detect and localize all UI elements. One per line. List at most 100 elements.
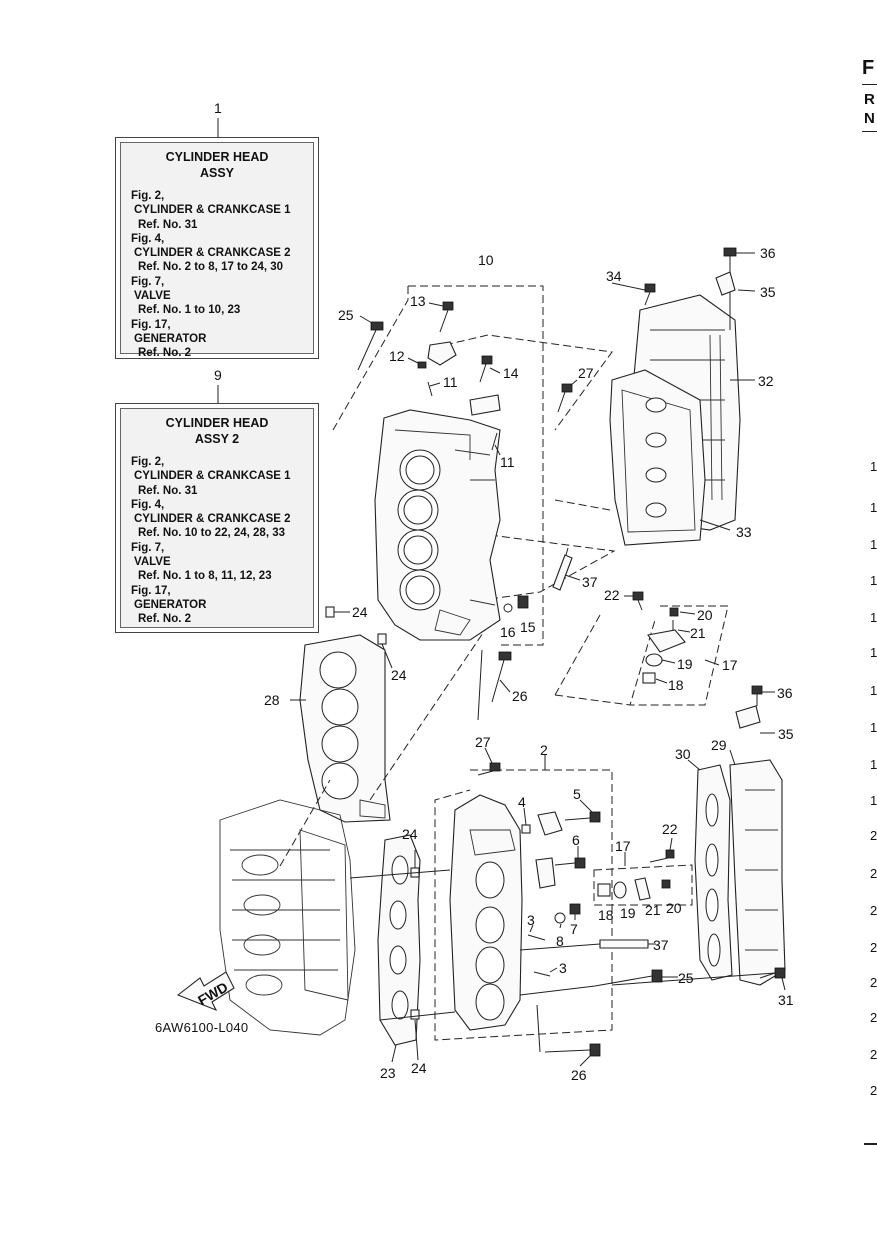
edge-number: 1 [870,500,877,515]
spark-plug-lower [599,939,649,949]
callout-22: 22 [662,821,678,837]
bolt-25-upper [357,321,384,371]
callout-37: 37 [653,937,669,953]
reference-line: Fig. 17, [131,318,171,331]
callout-7: 7 [570,921,578,937]
reference-line: Fig. 2, [131,190,165,202]
callout-35: 35 [778,726,794,742]
reference-line: GENERATOR [134,332,207,345]
reference-box-title: CYLINDER HEAD [165,150,269,164]
cylinder-head-lower [449,794,523,1031]
bolt-14 [469,355,501,416]
edge-number: 2 [870,975,877,990]
edge-letter: N [864,110,875,127]
callout-19: 19 [620,905,636,921]
edge-rule [864,1143,877,1145]
callout-2: 2 [540,742,548,758]
callout-17: 17 [722,657,738,673]
bolt-27-upper [557,383,573,413]
callout-36: 36 [777,685,793,701]
cylinder-head-cover-lower [729,685,786,986]
reference-box-cylinder-head-assy: CYLINDER HEAD ASSY Fig. 2,CYLINDER & CRA… [115,137,319,359]
cover-gasket-upper [609,369,706,546]
edge-number: 1 [870,573,877,588]
callout-33: 33 [736,524,752,540]
head-gasket-23 [377,834,421,1046]
callout-17: 17 [615,838,631,854]
callout-36: 36 [760,245,776,261]
callout-18: 18 [668,677,684,693]
callout-24: 24 [411,1060,427,1076]
edge-number: 1 [870,683,877,698]
edge-number: 2 [870,828,877,843]
callout-27: 27 [475,734,491,750]
reference-line: Ref. No. 10 to 22, 24, 28, 33 [138,527,286,540]
callout-32: 32 [758,373,774,389]
callout-20: 20 [697,607,713,623]
bracket-12 [417,341,457,369]
reference-line: Fig. 17, [131,584,171,597]
thermostat-group-outline [629,605,729,706]
edge-number: 2 [870,1047,877,1062]
callout-20: 20 [666,900,682,916]
edge-letter: F [862,57,875,79]
callout-22: 22 [604,587,620,603]
edge-rule [862,131,877,132]
bolt-13 [439,301,454,333]
washer-16-plug-15 [503,595,529,613]
edge-number: 1 [870,459,877,474]
reference-line: CYLINDER & CRANKCASE 2 [134,247,291,260]
callout-24: 24 [352,604,368,620]
thermostat-group-outline [593,864,693,906]
reference-line: Ref. No. 1 to 8, 11, 12, 23 [138,570,272,583]
callout-11: 11 [500,454,515,470]
callout-18: 18 [598,907,614,923]
reference-line: CYLINDER & CRANKCASE 1 [134,470,291,483]
callout-8: 8 [556,933,564,949]
edge-number: 1 [870,537,877,552]
edge-number: 2 [870,1083,877,1098]
thermostat-parts-lower [597,849,675,901]
reference-line: Fig. 7, [131,275,165,288]
dowel-11 [427,381,433,397]
callout-35: 35 [760,284,776,300]
reference-line: VALVE [134,556,171,569]
reference-line: GENERATOR [134,598,207,611]
reference-line: CYLINDER & CRANKCASE 2 [134,513,291,526]
reference-line: Ref. No. 1 to 10, 23 [138,304,241,317]
callout-27: 27 [578,365,594,381]
cylinder-head-upper [374,409,501,641]
thermostat-cover-upper [642,607,686,684]
callout-25: 25 [678,970,694,986]
callout-5: 5 [573,786,581,802]
callout-23: 23 [380,1065,396,1081]
reference-line: Ref. No. 31 [138,484,198,497]
cover-gasket-lower [694,764,733,981]
bracket-6 [535,857,586,889]
edge-number: 1 [870,757,877,772]
callout-4: 4 [518,794,526,810]
reference-line: Fig. 4, [131,232,165,245]
reference-line: Fig. 4, [131,498,165,511]
callout-6: 6 [572,832,580,848]
callout-15: 15 [520,619,536,635]
drawing-code: 6AW6100-L040 [155,1020,249,1035]
callout-24: 24 [402,826,418,842]
edge-number: 2 [870,866,877,881]
callout-3: 3 [559,960,567,976]
callout-11: 11 [443,374,458,390]
edge-number: 1 [870,645,877,660]
reference-box-number: 9 [214,367,222,383]
washers-8-7-3 [527,903,581,977]
reference-line: Ref. No. 2 [138,613,192,626]
reference-line: Ref. No. 31 [138,218,198,231]
callout-25: 25 [338,307,354,323]
callout-26: 26 [571,1067,587,1083]
edge-number: 2 [870,1010,877,1025]
assembly-group-outline [408,285,544,646]
callout-24: 24 [391,667,407,683]
